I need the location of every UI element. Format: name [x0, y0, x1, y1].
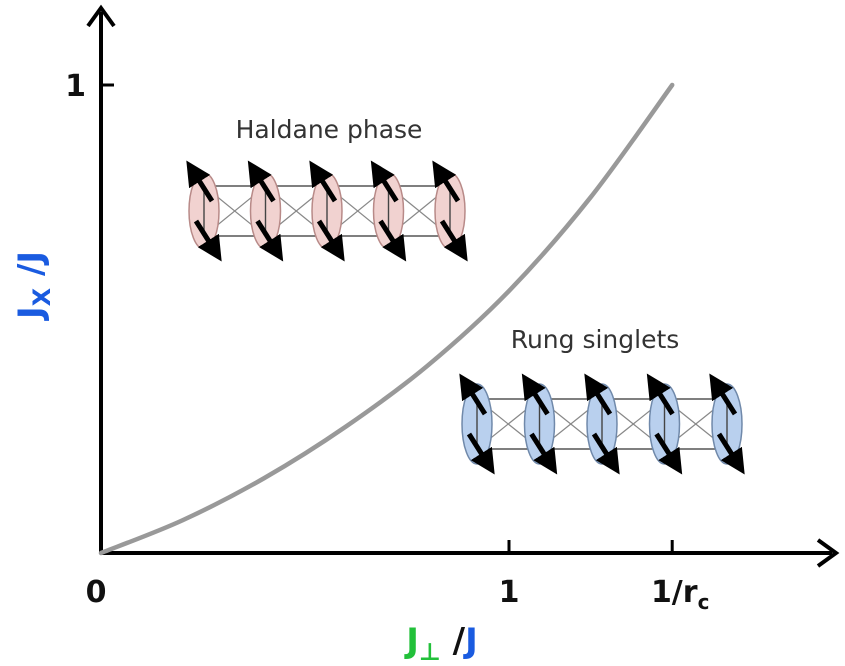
rung-singlet-ladder — [459, 373, 745, 475]
y-axis-arrow — [86, 4, 116, 28]
x-tick-label: 1/rc — [651, 575, 710, 614]
phase-boundary-layer — [98, 82, 675, 556]
spin-arrow — [316, 219, 345, 262]
spin-arrow — [370, 160, 399, 203]
x-axis-arrow — [816, 538, 840, 568]
spin-arrow — [654, 432, 683, 475]
x-tick-label: 1 — [499, 575, 520, 610]
spin-arrow — [378, 219, 407, 262]
spin-arrow — [255, 219, 284, 262]
y-tick-label: 1 — [65, 69, 86, 104]
spin-arrow — [709, 373, 738, 416]
x-axis-label: J⊥ /J — [404, 621, 478, 666]
spin-arrow — [584, 373, 613, 416]
axis-ticks: 0 1 1/rc 1 — [65, 69, 709, 614]
phase-boundary-curve — [98, 82, 675, 556]
spin-arrow — [529, 432, 558, 475]
rung-singlets-label: Rung singlets — [511, 325, 680, 354]
spin-arrow — [193, 219, 222, 262]
haldane-ladder — [186, 160, 468, 262]
y-axis-label: JX /J — [11, 251, 56, 321]
haldane-phase-label: Haldane phase — [236, 115, 423, 144]
spin-arrow — [432, 160, 461, 203]
spin-arrow — [716, 432, 745, 475]
spin-arrow — [439, 219, 468, 262]
spin-arrow — [247, 160, 276, 203]
x-tick-label: 0 — [86, 575, 107, 610]
spin-arrow — [466, 432, 495, 475]
spin-arrow — [459, 373, 488, 416]
spin-arrow — [521, 373, 550, 416]
spin-arrow — [186, 160, 215, 203]
spin-arrow — [646, 373, 675, 416]
spin-arrow — [309, 160, 338, 203]
spin-arrow — [591, 432, 620, 475]
